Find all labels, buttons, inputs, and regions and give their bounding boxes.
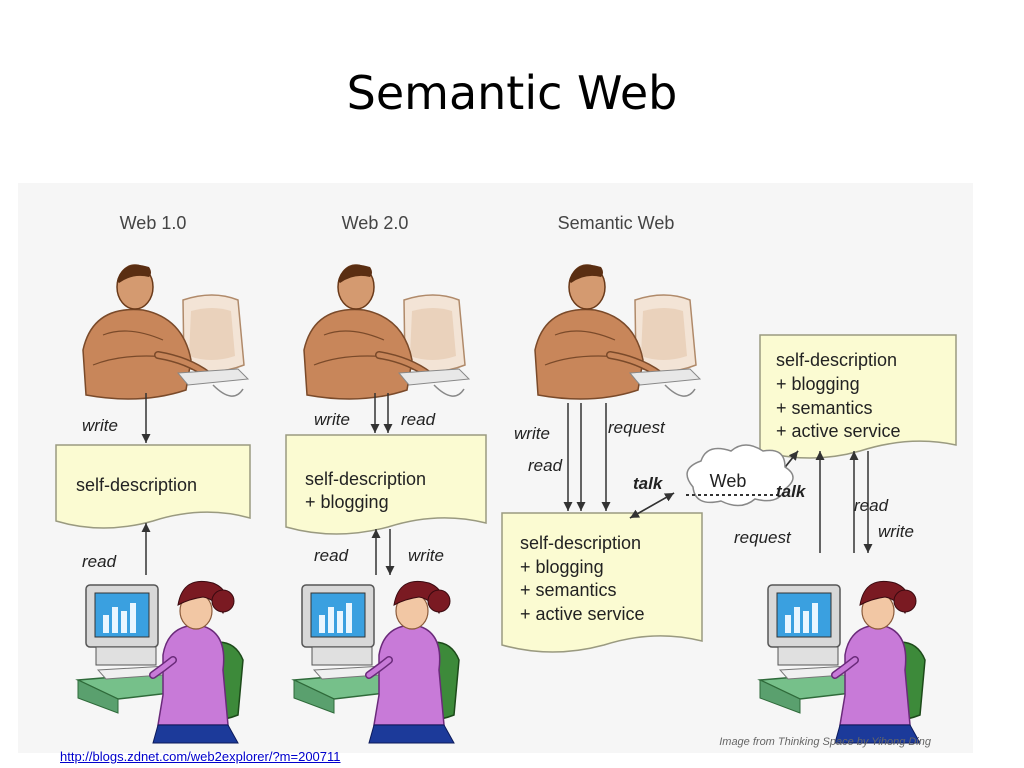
doc-box-semantic-right [759, 334, 957, 459]
web1-header: Web 1.0 [120, 213, 187, 233]
doc2-line: self-description [305, 469, 426, 489]
doc-box-web2 [285, 434, 487, 535]
label-sw-request: request [608, 418, 666, 437]
doc-box-semantic-left [501, 512, 703, 653]
doc4-line: + active service [776, 421, 901, 441]
label-sw-write: write [514, 424, 550, 443]
doc2-line: + blogging [305, 492, 389, 512]
web-evolution-diagram: Web 1.0 Web 2.0 Semantic Web self-descri… [18, 183, 973, 753]
label-w2-read-top: read [401, 410, 436, 429]
label-w2-write-bottom: write [408, 546, 444, 565]
label-w1-write: write [82, 416, 118, 435]
doc1-line: self-description [76, 475, 197, 495]
doc3-line: + semantics [520, 580, 617, 600]
doc3-line: + active service [520, 604, 645, 624]
label-r-write: write [878, 522, 914, 541]
slide-title: Semantic Web [346, 66, 678, 120]
label-sw-read: read [528, 456, 563, 475]
image-credit: Image from Thinking Space by Yihong Ding [719, 736, 932, 748]
doc4-line: + semantics [776, 398, 873, 418]
doc-box-web1 [55, 444, 251, 529]
label-r-request: request [734, 528, 792, 547]
label-w1-read: read [82, 552, 117, 571]
doc3-line: + blogging [520, 557, 604, 577]
arrow-talk-left-back [629, 492, 675, 519]
web2-header: Web 2.0 [342, 213, 409, 233]
label-w2-read-bottom: read [314, 546, 349, 565]
label-w2-write-top: write [314, 410, 350, 429]
label-talk-left: talk [633, 474, 664, 493]
cloud-label: Web [710, 471, 747, 491]
doc3-line: self-description [520, 533, 641, 553]
label-r-read: read [854, 496, 889, 515]
source-link[interactable]: http://blogs.zdnet.com/web2explorer/?m=2… [60, 749, 341, 764]
doc4-line: self-description [776, 350, 897, 370]
doc4-line: + blogging [776, 374, 860, 394]
label-talk-right: talk [776, 482, 807, 501]
semantic-web-header: Semantic Web [558, 213, 675, 233]
